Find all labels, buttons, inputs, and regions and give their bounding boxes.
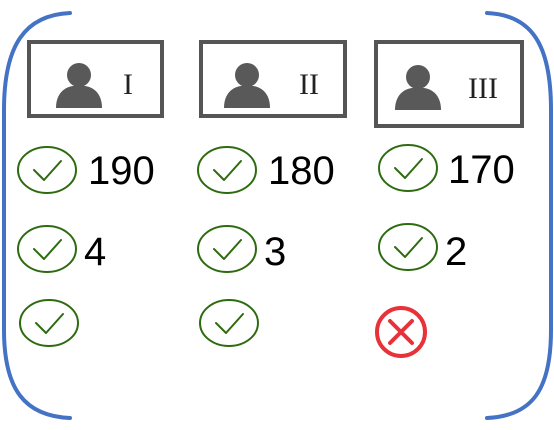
person-icon xyxy=(395,65,441,110)
header-box-col-3: III xyxy=(374,40,524,128)
check-icon xyxy=(19,299,79,347)
value-col-3-row-2: 2 xyxy=(445,230,468,274)
person-icon xyxy=(224,63,270,108)
value-col-3-row-1: 170 xyxy=(448,148,515,192)
header-box-col-1: I xyxy=(27,40,164,118)
left-bracket xyxy=(2,11,72,420)
column-label: I xyxy=(123,68,133,101)
value-col-2-row-2: 3 xyxy=(264,230,287,274)
check-icon xyxy=(378,223,438,271)
check-icon xyxy=(197,225,257,273)
check-icon xyxy=(17,225,77,273)
column-label: II xyxy=(299,68,319,101)
check-icon xyxy=(199,299,259,347)
check-icon xyxy=(378,144,438,192)
value-col-1-row-1: 190 xyxy=(88,149,155,193)
cross-icon xyxy=(375,306,427,358)
column-label: III xyxy=(468,72,498,105)
check-icon xyxy=(17,146,77,194)
person-icon xyxy=(56,63,102,108)
check-icon xyxy=(197,146,257,194)
value-col-2-row-1: 180 xyxy=(268,149,335,193)
header-box-col-2: II xyxy=(199,40,347,118)
value-col-1-row-2: 4 xyxy=(84,230,107,274)
right-bracket xyxy=(485,11,553,420)
